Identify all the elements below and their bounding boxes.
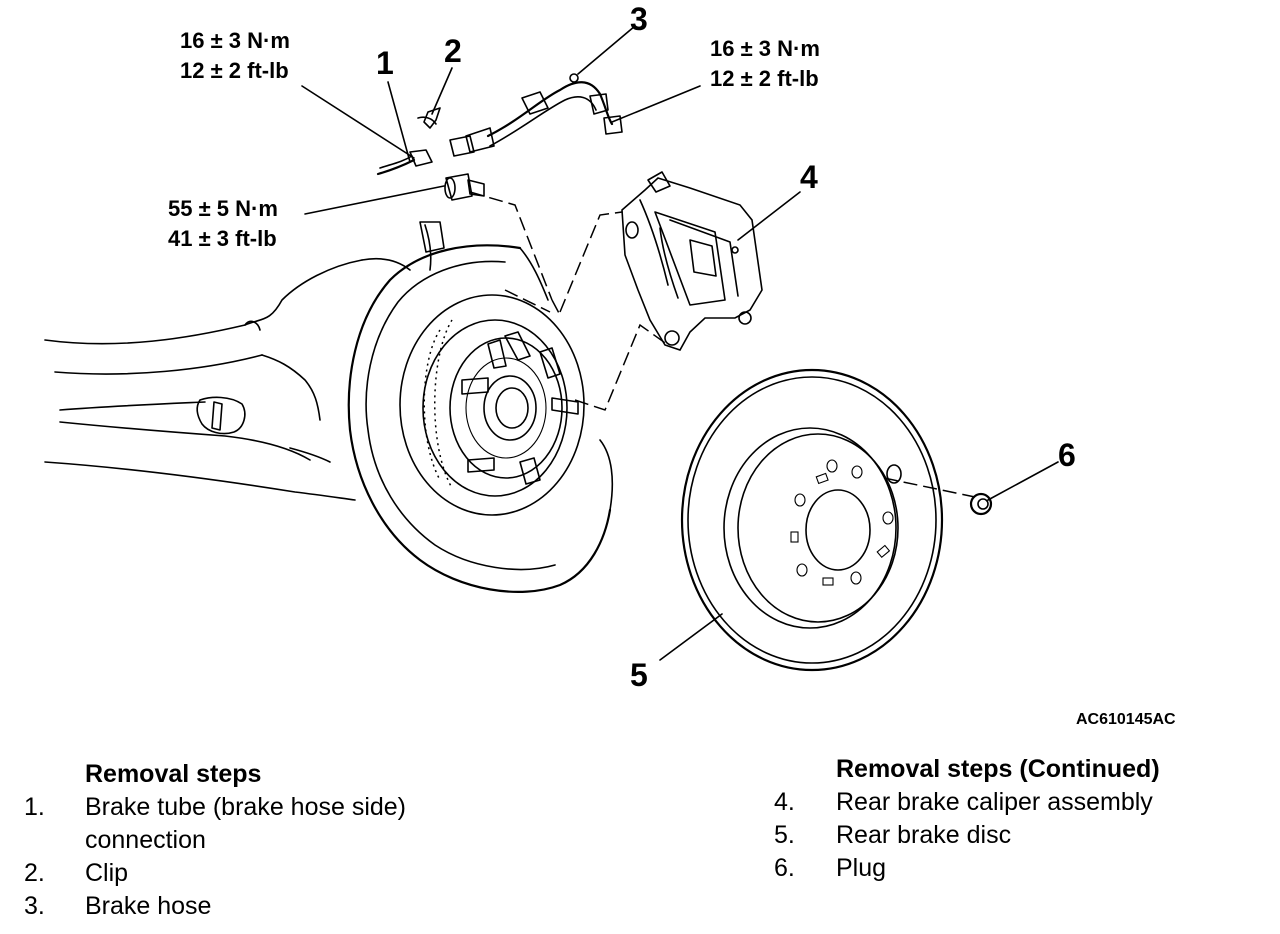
removal-steps-heading: Removal steps: [85, 760, 262, 788]
step-number: 2.: [24, 859, 45, 887]
step-number: 4.: [774, 788, 795, 816]
caliper-bolt: [444, 173, 485, 201]
step-text: Rear brake disc: [836, 821, 1012, 849]
step-text: Rear brake caliper assembly: [836, 788, 1153, 816]
step-number: 3.: [24, 892, 45, 920]
step-number: 6.: [774, 854, 795, 882]
step-number: 5.: [774, 821, 795, 849]
callout-6: 6: [1058, 437, 1076, 473]
step-text-line: Brake tube (brake hose side): [85, 793, 407, 821]
removal-steps-right: Removal steps (Continued) 4. Rear brake …: [774, 753, 1254, 885]
step-item: 3. Brake hose: [24, 890, 484, 923]
plug: [969, 492, 993, 516]
clip: [417, 107, 441, 129]
hub-assembly: [399, 294, 585, 516]
step-text-line: connection: [85, 826, 206, 854]
rear-brake-disc: [680, 368, 944, 672]
step-number: 1.: [24, 793, 45, 821]
step-item: 2. Clip: [24, 857, 484, 890]
torque-specs: 16 ± 3 N·m 12 ± 2 ft-lb 16 ± 3 N·m 12 ± …: [168, 28, 820, 251]
wheel-studs: [461, 331, 579, 485]
callout-4: 4: [800, 159, 818, 195]
suspension-arm: [44, 257, 411, 501]
figure-code: AC610145AC: [1076, 711, 1176, 728]
removal-steps-continued-heading: Removal steps (Continued): [836, 755, 1160, 783]
torque-tube-ftlb: 12 ± 2 ft-lb: [180, 58, 289, 83]
torque-caliper-nm: 55 ± 5 N·m: [168, 196, 278, 221]
step-text: Clip: [85, 859, 129, 887]
torque-tube-nm: 16 ± 3 N·m: [180, 28, 290, 53]
callout-1: 1: [376, 45, 394, 81]
torque-caliper-ftlb: 41 ± 3 ft-lb: [168, 226, 277, 251]
leader-lines: [301, 25, 1059, 661]
step-item: 5. Rear brake disc: [774, 819, 1254, 852]
alignment-lines: [469, 191, 976, 498]
step-text: Brake tube (brake hose side) connection: [85, 791, 406, 857]
callout-numbers: 1 2 3 4 5 6: [376, 1, 1076, 693]
rear-brake-caliper: [621, 171, 763, 351]
step-item: 6. Plug: [774, 852, 1254, 885]
step-text: Plug: [836, 854, 887, 882]
removal-steps-left: Removal steps 1. Brake tube (brake hose …: [24, 758, 484, 923]
torque-hose-ftlb: 12 ± 2 ft-lb: [710, 66, 819, 91]
step-item: 1. Brake tube (brake hose side) connecti…: [24, 791, 484, 857]
disc-bolt-holes: [790, 459, 894, 586]
step-item: 4. Rear brake caliper assembly: [774, 786, 1254, 819]
backing-plate: [347, 221, 614, 593]
step-text: Brake hose: [85, 892, 212, 920]
callout-2: 2: [444, 33, 462, 69]
brake-hose: [449, 73, 623, 157]
torque-hose-nm: 16 ± 3 N·m: [710, 36, 820, 61]
brake-tube: [376, 149, 433, 176]
callout-3: 3: [630, 1, 648, 37]
callout-5: 5: [630, 657, 648, 693]
